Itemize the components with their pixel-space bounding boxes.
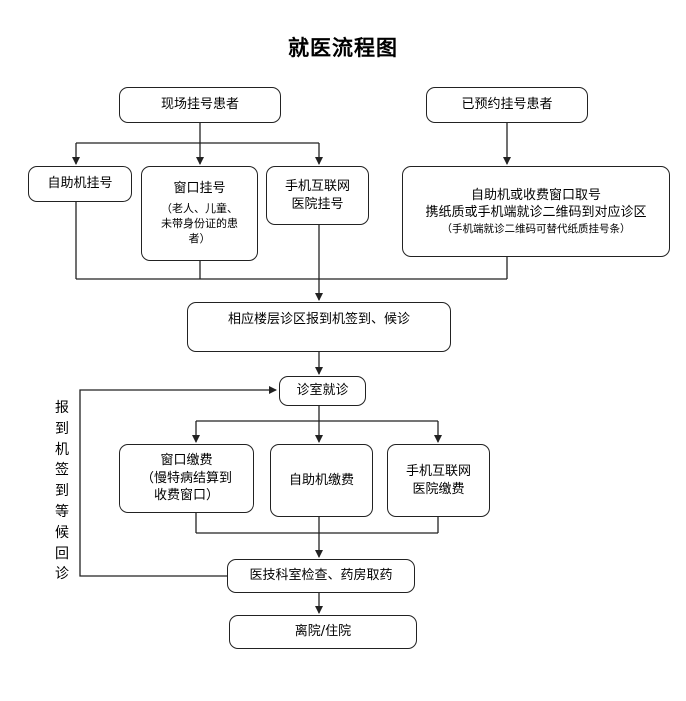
node-consultation: 诊室就诊 <box>279 376 366 406</box>
node-exam-pharmacy: 医技科室检查、药房取药 <box>227 559 415 593</box>
node-kiosk-registration: 自助机挂号 <box>28 166 132 202</box>
node-ticket-pickup-note: （手机端就诊二维码可替代纸质挂号条） <box>441 222 631 235</box>
node-ticket-pickup-line-1: 自助机或收费窗口取号 <box>470 187 601 203</box>
node-window-payment-title: 窗口缴费 <box>160 453 213 469</box>
node-window-payment: 窗口缴费 （慢特病结算到 收费窗口） <box>119 444 254 513</box>
node-window-registration-note-1: （老人、儿童、 <box>161 202 238 215</box>
node-window-registration-note-3: 者） <box>188 231 211 245</box>
diagram-title: 就医流程图 <box>288 36 398 60</box>
node-ticket-pickup: 自助机或收费窗口取号 携纸质或手机端就诊二维码到对应诊区 （手机端就诊二维码可替… <box>402 166 670 257</box>
node-ticket-pickup-line-2: 携纸质或手机端就诊二维码到对应诊区 <box>425 205 647 221</box>
node-kiosk-registration-label: 自助机挂号 <box>47 176 113 192</box>
loop-back-char: 回 <box>55 545 69 562</box>
loop-back-char: 到 <box>55 420 69 437</box>
node-window-registration: 窗口挂号 （老人、儿童、 未带身份证的患 者） <box>141 166 258 261</box>
node-online-registration: 手机互联网 医院挂号 <box>266 166 369 225</box>
loop-back-label: 报 到 机 签 到 等 候 回 诊 <box>52 398 72 585</box>
loop-back-char: 到 <box>55 483 69 500</box>
node-walkin-patient-label: 现场挂号患者 <box>160 97 239 113</box>
node-kiosk-payment: 自助机缴费 <box>270 444 373 517</box>
node-checkin-wait: 相应楼层诊区报到机签到、候诊 <box>187 302 451 352</box>
loop-back-char: 签 <box>55 462 69 479</box>
loop-back-char: 诊 <box>55 566 69 583</box>
node-kiosk-payment-label: 自助机缴费 <box>288 472 354 488</box>
loop-back-char: 候 <box>55 524 69 541</box>
loop-back-char: 等 <box>55 503 69 520</box>
node-online-registration-line-1: 手机互联网 <box>284 178 350 194</box>
node-window-registration-note-2: 未带身份证的患 <box>161 216 238 230</box>
node-window-payment-note-2: 收费窗口） <box>153 488 219 504</box>
node-online-payment-line-1: 手机互联网 <box>405 463 471 479</box>
node-consultation-label: 诊室就诊 <box>296 383 349 399</box>
loop-back-arrow <box>79 386 277 577</box>
node-online-payment-line-2: 医院缴费 <box>412 481 465 497</box>
node-online-payment: 手机互联网 医院缴费 <box>387 444 490 517</box>
node-window-registration-title: 窗口挂号 <box>173 181 226 197</box>
node-window-payment-note-1: （慢特病结算到 <box>140 470 232 486</box>
loop-back-char: 报 <box>55 400 69 416</box>
node-booked-patient-label: 已预约挂号患者 <box>461 97 553 113</box>
node-checkin-wait-label: 相应楼层诊区报到机签到、候诊 <box>227 312 410 327</box>
node-discharge-admission: 离院/住院 <box>229 615 417 649</box>
node-walkin-patient: 现场挂号患者 <box>119 87 281 123</box>
node-online-registration-line-2: 医院挂号 <box>291 196 344 212</box>
loop-back-char: 机 <box>55 441 69 458</box>
node-discharge-admission-label: 离院/住院 <box>294 624 352 640</box>
node-exam-pharmacy-label: 医技科室检查、药房取药 <box>249 568 393 584</box>
node-booked-patient: 已预约挂号患者 <box>426 87 588 123</box>
